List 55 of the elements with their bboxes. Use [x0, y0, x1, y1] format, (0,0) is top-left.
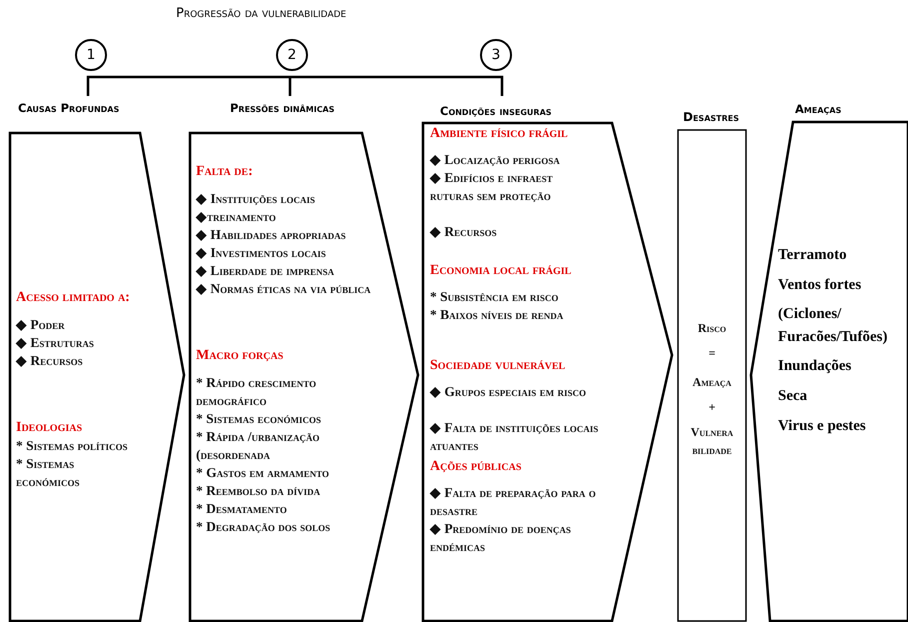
list-item: Seca — [778, 387, 808, 406]
list-item: ◆ Falta de preparação para o desastre — [430, 484, 597, 520]
list-item: * Rápido crescimento demográfico — [196, 374, 318, 410]
list-item: ◆ Locaização perigosa — [430, 151, 560, 169]
section-heading: Ações públicas — [430, 458, 522, 476]
list-item: ◆treinamento — [196, 208, 276, 226]
section-heading: Ideologias — [16, 419, 82, 437]
list-item: * Degradação dos solos — [196, 518, 330, 536]
list-item: Ventos fortes — [778, 276, 862, 295]
formula-text: Vulnera bilidade — [690, 424, 734, 459]
list-item: * Sistemas económicos — [16, 455, 81, 491]
section-heading: Sociedade vulnerável — [430, 357, 566, 375]
list-item: ◆ Normas éticas na via pública — [196, 280, 371, 298]
diagram-title: Progressão da vulnerabilidade — [176, 6, 346, 21]
formula-text: Ameaça — [692, 374, 732, 391]
formula-text: = — [708, 345, 716, 362]
section-heading: Falta de: — [196, 163, 253, 181]
list-item: ◆ Predomínio de doenças endémicas — [430, 520, 572, 556]
list-item: Inundações — [778, 357, 852, 376]
list-item: ◆ Liberdade de imprensa — [196, 262, 334, 280]
section-heading: Economia local frágil — [430, 262, 572, 280]
section-heading: Acesso limitado a: — [16, 289, 130, 307]
column-heading: Ameaças — [795, 101, 842, 118]
list-item: ◆ Investimentos locais — [196, 244, 326, 262]
list-item: ◆ Estruturas — [16, 334, 94, 352]
list-item: * Rápida /urbanização (desordenada — [196, 428, 321, 464]
list-item: * Desmatamento — [196, 500, 287, 518]
column-heading: Pressões dinâmicas — [230, 100, 335, 117]
list-item: * Subsistência em risco — [430, 288, 558, 306]
step-number: 1 — [75, 39, 107, 71]
list-item: * Reembolso da dívida — [196, 482, 320, 500]
list-item: (Ciclones/ Furacões/Tufões) — [778, 305, 888, 347]
list-item: * Gastos em armamento — [196, 464, 330, 482]
list-item: ◆ Edifícios e infraest ruturas sem proteção — [430, 169, 554, 205]
step-number: 2 — [276, 39, 308, 71]
list-item: ◆ Recursos — [430, 223, 497, 241]
step-number: 3 — [480, 39, 512, 71]
formula-text: + — [708, 399, 716, 416]
formula-text: Risco — [696, 320, 728, 337]
section-heading: Macro forças — [196, 347, 284, 365]
column-heading: Condições inseguras — [440, 103, 552, 120]
list-item: ◆ Instituições locais — [196, 190, 316, 208]
list-item: ◆ Habilidades apropriadas — [196, 226, 346, 244]
list-item: ◆ Poder — [16, 316, 65, 334]
list-item: Virus e pestes — [778, 417, 866, 436]
list-item: * Sistemas económicos — [196, 410, 322, 428]
list-item: ◆ Falta de instituições locais atuantes — [430, 419, 600, 455]
list-item: ◆ Recursos — [16, 352, 83, 370]
list-item: * Baixos níveis de renda — [430, 306, 564, 324]
list-item: Terramoto — [778, 246, 847, 265]
section-heading: Ambiente físico frágil — [430, 125, 568, 143]
column-heading: Desastres — [682, 109, 740, 126]
list-item: ◆ Grupos especiais em risco — [430, 383, 586, 401]
column-heading: Causas Profundas — [18, 100, 120, 117]
list-item: * Sistemas políticos — [16, 437, 128, 455]
